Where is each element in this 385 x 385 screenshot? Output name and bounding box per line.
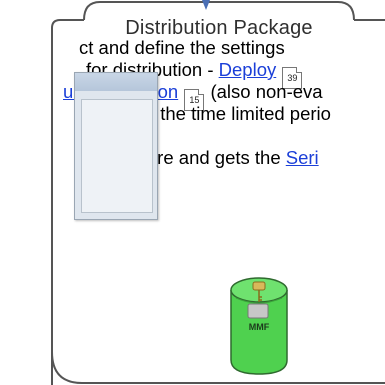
page-reference-icon[interactable]: 39 [282,67,303,89]
serial-link[interactable]: Seri [285,147,319,168]
thumbnail-titlebar [75,73,157,91]
software-screenshot-thumbnail [74,72,158,220]
text-line-1: ct and define the settings [79,37,285,59]
page-ref-number: 15 [189,95,200,105]
package-title: Distribution Package [125,17,313,39]
page-reference-icon[interactable]: 15 [184,89,205,111]
deploy-link[interactable]: Deploy [218,59,277,80]
thumbnail-panel [81,99,153,213]
database-label: MMF [248,322,270,332]
page-ref-number: 39 [287,73,298,83]
text-define-settings: ct and define the settings [79,37,285,58]
text-non-evaluation: (also non-eva [205,81,323,102]
